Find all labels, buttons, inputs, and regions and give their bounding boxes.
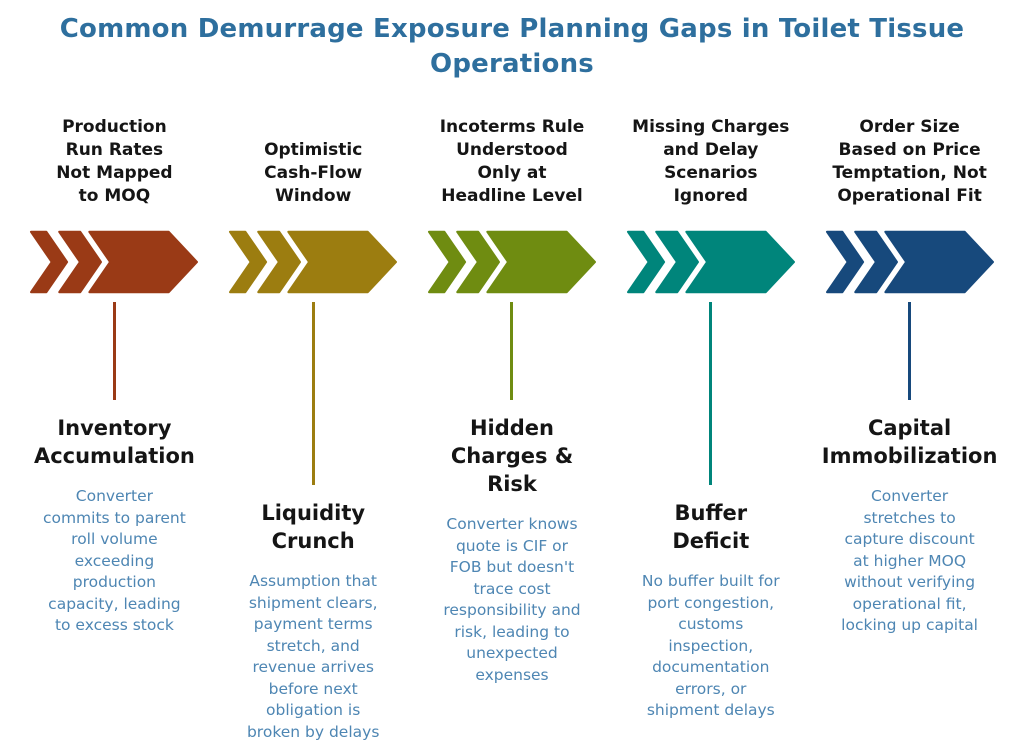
gap-title: Liquidity Crunch — [261, 501, 366, 553]
column-incoterms-rule: Incoterms Rule Understood Only at Headli… — [413, 108, 612, 743]
gap-description: Converter stretches to capture discount … — [841, 487, 978, 634]
gap-description: Converter commits to parent roll volume … — [42, 487, 186, 634]
triple-chevron-right-icon — [427, 230, 596, 294]
gap-description: Converter knows quote is CIF or FOB but … — [443, 515, 581, 684]
triple-chevron-right-icon — [30, 230, 199, 294]
gap-header: Order Size Based on Price Temptation, No… — [832, 117, 987, 206]
triple-chevron-right-icon — [229, 230, 398, 294]
gap-header: Optimistic Cash-Flow Window — [264, 140, 363, 206]
gap-title: Capital Immobilization — [821, 416, 998, 468]
gap-description: No buffer built for port congestion, cus… — [641, 572, 780, 719]
gap-header: Production Run Rates Not Mapped to MOQ — [56, 117, 173, 206]
gap-title: Hidden Charges & Risk — [450, 416, 574, 496]
connector-line — [311, 302, 315, 485]
connector-line — [709, 302, 713, 485]
triple-chevron-right-icon — [626, 230, 795, 294]
page-title: Common Demurrage Exposure Planning Gaps … — [59, 14, 965, 79]
connector-line — [510, 302, 514, 400]
gap-description: Assumption that shipment clears, payment… — [246, 572, 380, 741]
gap-columns: Production Run Rates Not Mapped to MOQ I… — [0, 108, 1024, 743]
column-optimistic-cash-flow: Optimistic Cash-Flow Window Liquidity Cr… — [214, 108, 413, 743]
gap-header: Missing Charges and Delay Scenarios Igno… — [632, 117, 790, 206]
gap-header: Incoterms Rule Understood Only at Headli… — [439, 117, 585, 206]
gap-title: Buffer Deficit — [672, 501, 750, 553]
connector-line — [112, 302, 116, 400]
column-missing-charges: Missing Charges and Delay Scenarios Igno… — [611, 108, 810, 743]
triple-chevron-right-icon — [825, 230, 994, 294]
gap-title: Inventory Accumulation — [33, 416, 195, 468]
column-order-size: Order Size Based on Price Temptation, No… — [810, 108, 1009, 743]
connector-line — [908, 302, 912, 400]
column-production-run-rates: Production Run Rates Not Mapped to MOQ I… — [15, 108, 214, 743]
